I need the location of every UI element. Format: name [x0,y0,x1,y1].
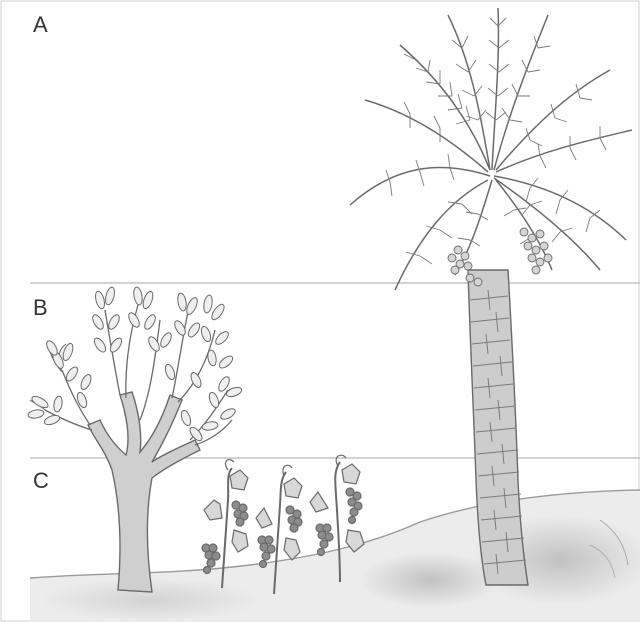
layer-label-c: C [33,470,49,492]
layer-label-a: A [33,14,48,36]
layer-label-b: B [33,297,48,319]
